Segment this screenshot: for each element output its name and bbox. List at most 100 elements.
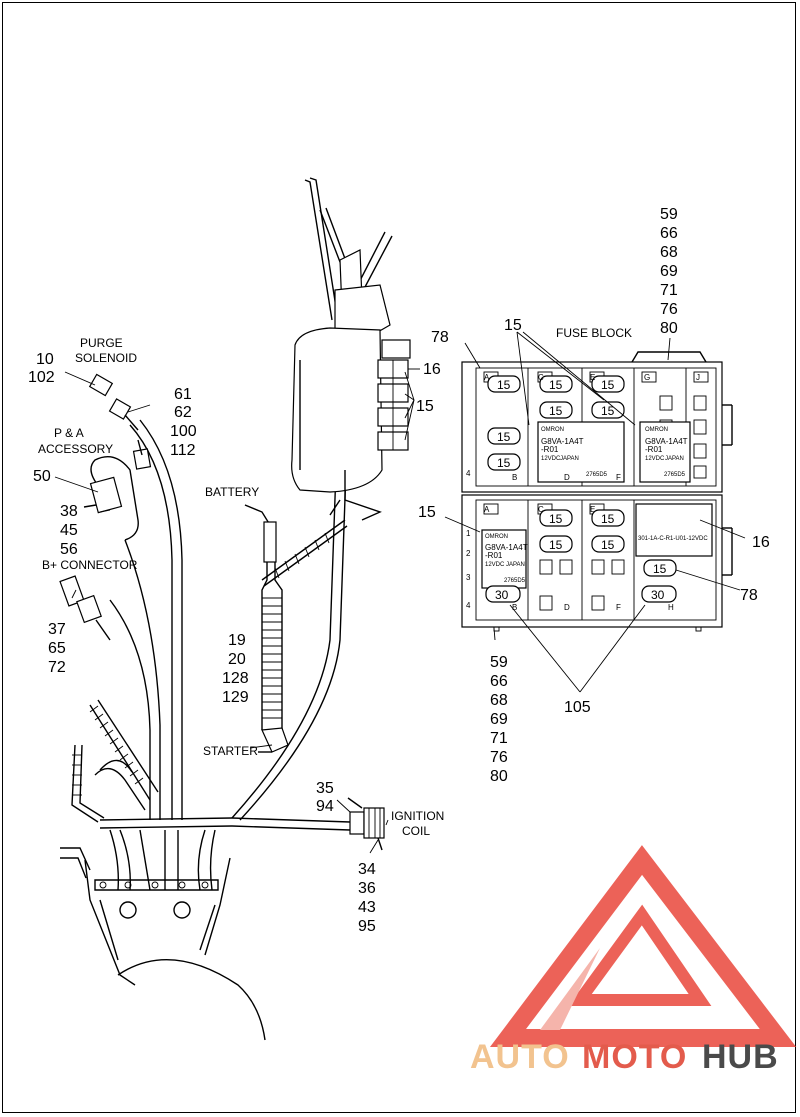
purge-solenoid-connector bbox=[88, 373, 152, 470]
ref-76-top: 76 bbox=[660, 301, 678, 318]
ref-129: 129 bbox=[222, 689, 249, 706]
fuse-block: OMRON G8VA-1A4T -R01 12VDC JAPAN 2765D5 … bbox=[461, 351, 733, 632]
svg-text:-R01: -R01 bbox=[541, 445, 559, 454]
ref-50: 50 bbox=[33, 468, 51, 485]
svg-text:D: D bbox=[564, 603, 570, 612]
svg-text:OMRON: OMRON bbox=[541, 427, 564, 433]
ref-59-bottom: 59 bbox=[490, 654, 508, 671]
ref-34: 34 bbox=[358, 861, 376, 878]
svg-text:A: A bbox=[484, 373, 490, 382]
labels: PURGE SOLENOID 10 102 61 62 100 112 P & … bbox=[28, 206, 770, 935]
battery-cable bbox=[244, 504, 289, 753]
ref-38: 38 bbox=[60, 503, 78, 520]
relay-panel-assembly bbox=[291, 177, 411, 521]
watermark-logo bbox=[489, 845, 797, 1047]
svg-text:2765D5: 2765D5 bbox=[586, 472, 608, 478]
ref-36: 36 bbox=[358, 880, 376, 897]
svg-text:A: A bbox=[484, 505, 490, 514]
ref-65: 65 bbox=[48, 640, 66, 657]
svg-text:15: 15 bbox=[549, 378, 563, 392]
ref-76-bottom: 76 bbox=[490, 749, 508, 766]
svg-text:OMRON: OMRON bbox=[485, 534, 508, 540]
relay-upper-right bbox=[639, 421, 691, 483]
svg-text:2765D5: 2765D5 bbox=[664, 472, 686, 478]
svg-text:G8VA-1A4T: G8VA-1A4T bbox=[485, 543, 528, 552]
svg-text:E: E bbox=[590, 505, 595, 514]
leader-lines bbox=[54, 331, 746, 854]
harness-trunk bbox=[71, 419, 351, 891]
svg-text:B: B bbox=[512, 473, 517, 482]
fuse-15-row: 15 15 15 15 15 15 15 15 15 15 15 15 bbox=[487, 375, 677, 577]
label-ignition: IGNITION bbox=[391, 809, 444, 823]
ref-95: 95 bbox=[358, 918, 376, 935]
accessory-connector bbox=[83, 456, 139, 541]
ref-15-left: 15 bbox=[418, 504, 436, 521]
relay-lower-right bbox=[635, 503, 713, 557]
svg-text:B: B bbox=[512, 603, 517, 612]
ref-45: 45 bbox=[60, 522, 78, 539]
watermark-hub: HUB bbox=[702, 1038, 779, 1076]
svg-text:4: 4 bbox=[466, 469, 471, 478]
svg-text:30: 30 bbox=[651, 588, 665, 602]
svg-text:F: F bbox=[616, 473, 621, 482]
label-coil: COIL bbox=[402, 824, 430, 838]
svg-text:C: C bbox=[538, 505, 544, 514]
ref-43: 43 bbox=[358, 899, 376, 916]
svg-text:OMRON: OMRON bbox=[645, 427, 668, 433]
label-fuse-block: FUSE BLOCK bbox=[556, 326, 632, 340]
svg-text:2: 2 bbox=[466, 549, 471, 558]
relay-lower-left bbox=[481, 529, 527, 589]
watermark-text: AUTO MOTO HUB bbox=[470, 1038, 779, 1076]
ref-80-top: 80 bbox=[660, 320, 678, 337]
svg-text:F: F bbox=[616, 603, 621, 612]
ref-69-top: 69 bbox=[660, 263, 678, 280]
svg-text:JAPAN: JAPAN bbox=[665, 456, 684, 462]
ref-102: 102 bbox=[28, 369, 55, 386]
watermark-auto: AUTO bbox=[470, 1038, 570, 1076]
label-solenoid: SOLENOID bbox=[75, 351, 137, 365]
ref-128: 128 bbox=[222, 670, 249, 687]
label-battery: BATTERY bbox=[205, 485, 259, 499]
svg-text:C: C bbox=[538, 373, 544, 382]
ref-59-top: 59 bbox=[660, 206, 678, 223]
ref-66-top: 66 bbox=[660, 225, 678, 242]
label-b-plus: B+ CONNECTOR bbox=[42, 558, 138, 572]
ignition-coil-connector bbox=[347, 797, 385, 851]
label-purge: PURGE bbox=[80, 336, 123, 350]
svg-text:15: 15 bbox=[601, 538, 615, 552]
ref-16-right: 16 bbox=[752, 534, 770, 551]
ref-68-top: 68 bbox=[660, 244, 678, 261]
label-pa: P & A bbox=[54, 426, 84, 440]
svg-text:12VDC: 12VDC bbox=[485, 562, 505, 568]
svg-text:15: 15 bbox=[601, 404, 615, 418]
ref-94: 94 bbox=[316, 798, 334, 815]
ref-72: 72 bbox=[48, 659, 66, 676]
ref-80-bottom: 80 bbox=[490, 768, 508, 785]
svg-text:G8VA-1A4T: G8VA-1A4T bbox=[541, 437, 584, 446]
ref-15-top: 15 bbox=[504, 317, 522, 334]
ref-78-right: 78 bbox=[740, 587, 758, 604]
fuse-30-row: 30 30 bbox=[485, 585, 677, 603]
svg-text:15: 15 bbox=[549, 404, 563, 418]
svg-text:12VDC: 12VDC bbox=[541, 456, 561, 462]
svg-text:D: D bbox=[564, 473, 570, 482]
ref-19: 19 bbox=[228, 632, 246, 649]
svg-text:15: 15 bbox=[497, 456, 511, 470]
relay-upper-left bbox=[537, 421, 625, 483]
ref-68-bottom: 68 bbox=[490, 692, 508, 709]
ref-35: 35 bbox=[316, 780, 334, 797]
svg-text:H: H bbox=[668, 603, 674, 612]
svg-text:E: E bbox=[590, 373, 595, 382]
svg-text:15: 15 bbox=[601, 512, 615, 526]
svg-text:G: G bbox=[644, 373, 650, 382]
label-accessory: ACCESSORY bbox=[38, 442, 113, 456]
ref-20: 20 bbox=[228, 651, 246, 668]
svg-text:12VDC: 12VDC bbox=[645, 456, 665, 462]
svg-text:-R01: -R01 bbox=[485, 551, 503, 560]
ref-61: 61 bbox=[174, 386, 192, 403]
ref-105: 105 bbox=[564, 699, 591, 716]
svg-text:3: 3 bbox=[466, 573, 471, 582]
frame-mount bbox=[60, 847, 266, 1041]
label-starter: STARTER bbox=[203, 744, 258, 758]
